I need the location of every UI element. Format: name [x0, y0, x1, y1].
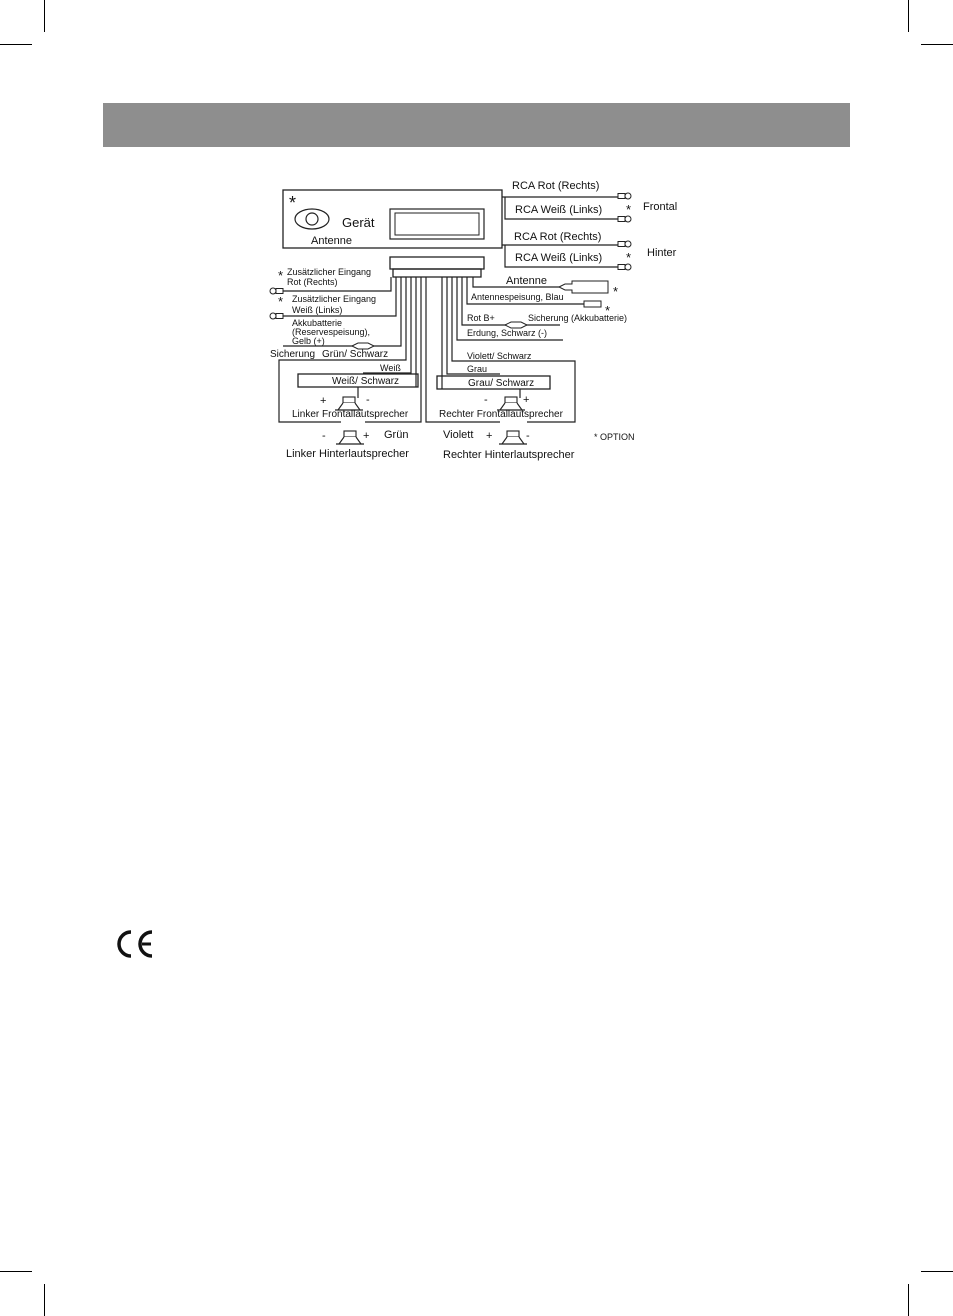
- head-unit-box: [282, 189, 503, 249]
- rca-front-group-label: Frontal: [643, 201, 677, 213]
- left-rear-speaker-icon: [335, 430, 365, 445]
- left-rear-plus: +: [363, 430, 369, 442]
- rca-rear-left-wire: [504, 245, 618, 268]
- aux-right-label-1: Zusätzlicher Eingang: [287, 267, 371, 277]
- right-front-plus: +: [523, 394, 529, 406]
- weiss-label: Weiß: [380, 363, 401, 373]
- left-front-plus: +: [320, 395, 326, 407]
- battery-wire: [283, 277, 402, 347]
- rca-front-right-plug-icon: [617, 192, 632, 200]
- battery-fuse-icon: [350, 342, 376, 350]
- section-header-bar: [103, 103, 850, 147]
- left-front-minus: -: [366, 394, 370, 406]
- right-rear-minus: -: [526, 430, 530, 442]
- aux-left-wire: [283, 277, 397, 317]
- grau-label: Grau: [467, 364, 487, 374]
- crop-mark-top-right-v: [908, 0, 909, 32]
- aux-right-star: *: [278, 268, 283, 283]
- crop-mark-bottom-left-v: [44, 1284, 45, 1316]
- battery-label-3: Gelb (+): [292, 336, 325, 346]
- crop-mark-bottom-right-v: [908, 1284, 909, 1316]
- wire-grau: [446, 277, 500, 375]
- wire-violett-schwarz: [451, 277, 576, 423]
- wire-weiss: [363, 277, 412, 374]
- violett-schwarz-label: Violett/ Schwarz: [467, 351, 532, 361]
- antenne-label: Antenne: [506, 275, 547, 287]
- antenna-plug-icon: [557, 280, 609, 294]
- crop-mark-top-right-h: [921, 44, 953, 45]
- unit-display-inner: [394, 212, 480, 236]
- antennenspeisung-label: Antennespeisung, Blau: [471, 292, 564, 302]
- grau-schwarz-label: Grau/ Schwarz: [468, 378, 534, 389]
- rot-b-label: Rot B+: [467, 313, 495, 323]
- unit-label: Gerät: [342, 215, 375, 230]
- antenna-plug-star: *: [613, 284, 618, 299]
- antennenspeisung-star: *: [605, 303, 610, 318]
- battery-label-2: (Reservespeisung),: [292, 327, 370, 337]
- aux-left-label-1: Zusätzlicher Eingang: [292, 294, 376, 304]
- crop-mark-bottom-left-h: [0, 1271, 32, 1272]
- crop-mark-top-left-h: [0, 44, 32, 45]
- rca-front-right-label: RCA Rot (Rechts): [512, 180, 599, 192]
- battery-fuse-right-icon: [503, 321, 529, 329]
- left-rear-minus: -: [322, 430, 326, 442]
- unit-display-outer: [389, 208, 485, 240]
- aux-left-label-2: Weiß (Links): [292, 305, 342, 315]
- right-rear-speaker-icon: [498, 430, 528, 445]
- wire-gruen-schwarz: [278, 277, 407, 423]
- fuse-battery-label: Sicherung (Akkubatterie): [528, 313, 627, 323]
- right-rear-speaker-label: Rechter Hinterlautsprecher: [443, 449, 575, 461]
- rca-rear-star: *: [626, 250, 631, 265]
- unit-antenna-label: Antenne: [311, 235, 352, 247]
- aux-right-wire: [283, 277, 392, 292]
- antennenspeisung-plug-icon: [583, 300, 602, 308]
- rca-rear-left-label: RCA Weiß (Links): [515, 252, 602, 264]
- left-front-speaker-label: Linker Frontallautsprecher: [292, 409, 409, 420]
- aux-right-label-2: Rot (Rechts): [287, 277, 338, 287]
- antenna-socket-hole-icon: [305, 212, 319, 226]
- weiss-schwarz-label: Weiß/ Schwarz: [332, 376, 399, 387]
- erdung-label: Erdung, Schwarz (-): [467, 328, 547, 338]
- left-rear-speaker-label: Linker Hinterlautsprecher: [286, 448, 409, 460]
- rca-rear-right-label: RCA Rot (Rechts): [514, 231, 601, 243]
- wiring-connector-lower: [392, 268, 482, 278]
- crop-mark-bottom-right-h: [921, 1271, 953, 1272]
- right-front-minus: -: [484, 394, 488, 406]
- gruen-schwarz-label: Grün/ Schwarz: [322, 349, 388, 360]
- option-note: * OPTION: [594, 432, 635, 442]
- battery-label-1: Akkubatterie: [292, 318, 342, 328]
- wire-antennenspeisung: [466, 277, 584, 305]
- grau-schwarz-box: [436, 375, 551, 390]
- ce-mark-icon: [117, 930, 153, 958]
- right-front-speaker-label: Rechter Frontallautsprecher: [439, 409, 564, 420]
- rca-front-star: *: [626, 202, 631, 217]
- fuse-left-label: Sicherung: [270, 349, 315, 360]
- wire-erdung: [456, 277, 563, 341]
- unit-star: *: [289, 193, 296, 213]
- wire-antenne: [472, 277, 559, 288]
- gruen-label: Grün: [384, 429, 408, 441]
- aux-left-star: *: [278, 294, 283, 309]
- rca-rear-right-plug-icon: [617, 240, 632, 248]
- crop-mark-top-left-v: [44, 0, 45, 32]
- right-rear-plus: +: [486, 430, 492, 442]
- rca-front-left-label: RCA Weiß (Links): [515, 204, 602, 216]
- wire-violett: [425, 277, 500, 423]
- rca-front-left-wire: [504, 197, 618, 220]
- aux-left-plug-icon: [269, 312, 284, 320]
- rca-rear-group-label: Hinter: [647, 247, 677, 259]
- wire-gruen: [365, 277, 422, 423]
- wiring-connector: [389, 256, 485, 270]
- violett-label: Violett: [443, 429, 473, 441]
